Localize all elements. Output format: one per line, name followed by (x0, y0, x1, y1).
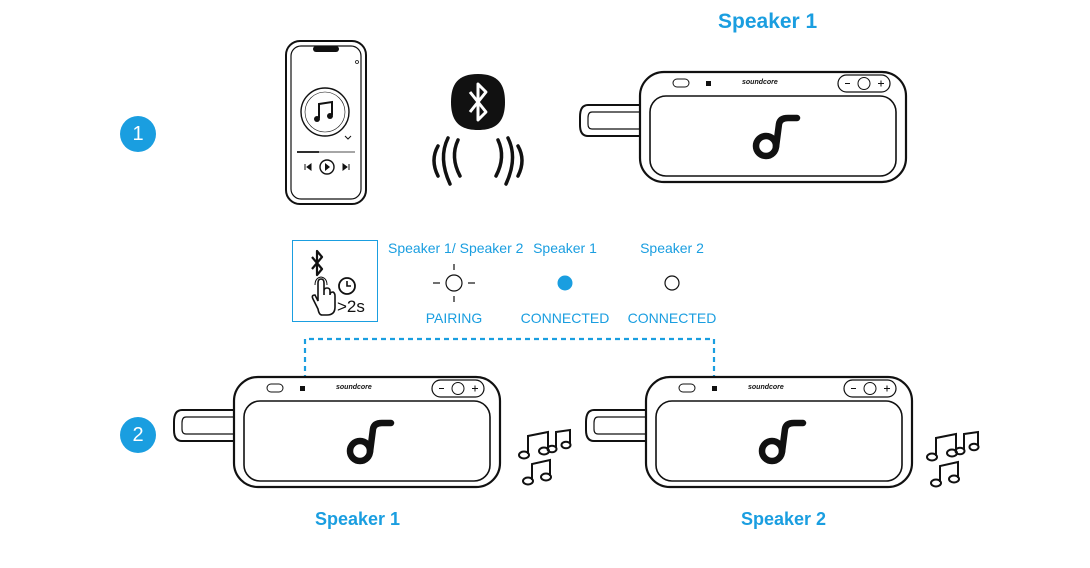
press-duration: >2s (337, 297, 365, 316)
led-header-speaker-1: Speaker 1 (533, 240, 597, 256)
led-solid-white-indicator (664, 275, 680, 291)
led-status-speaker-1: CONNECTED (520, 310, 610, 326)
led-status-pairing: PAIRING (425, 310, 483, 326)
step-2-badge: 2 (120, 417, 156, 453)
speaker-1-bottom-illustration (172, 377, 502, 489)
brand-label-speaker-1: soundcore (336, 384, 372, 391)
step-1-badge: 1 (120, 116, 156, 152)
instruction-box: >2s (292, 240, 378, 322)
clock-icon (338, 277, 356, 295)
led-header-pairing: Speaker 1/ Speaker 2 (388, 240, 524, 256)
brand-label-speaker-2: soundcore (748, 384, 784, 391)
top-speaker-title: Speaker 1 (718, 10, 818, 33)
led-blinking-indicator (433, 264, 475, 302)
led-header-speaker-2: Speaker 2 (640, 240, 704, 256)
bluetooth-icon (311, 249, 324, 277)
speaker-1-title: Speaker 1 (315, 509, 401, 529)
speaker-2-bottom-illustration (584, 377, 914, 489)
led-status-speaker-2: CONNECTED (627, 310, 717, 326)
brand-label-top: soundcore (742, 79, 778, 86)
music-notes-icon (926, 431, 980, 488)
led-solid-blue-indicator (557, 275, 573, 291)
phone-illustration (285, 40, 367, 205)
bluetooth-signal-icon (432, 74, 524, 186)
speaker-1-top-illustration (578, 72, 908, 184)
music-notes-icon (518, 429, 572, 486)
speaker-2-title: Speaker 2 (741, 509, 827, 529)
press-hand-icon (311, 276, 336, 316)
